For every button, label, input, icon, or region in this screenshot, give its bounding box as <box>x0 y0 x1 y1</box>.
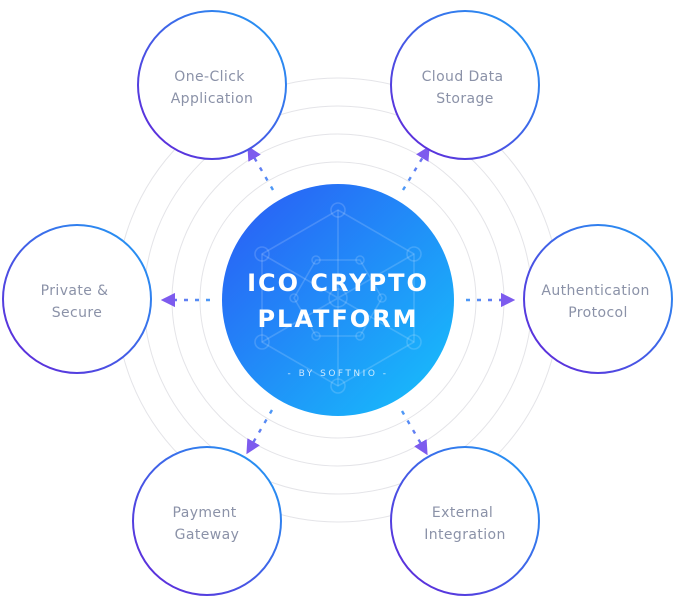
node-circle <box>390 446 540 596</box>
node-cloud-data-storage: Cloud Data Storage <box>390 10 540 160</box>
node-circle <box>132 446 282 596</box>
node-circle <box>390 10 540 160</box>
platform-title-line1: ICO CRYPTO <box>247 269 429 297</box>
connector-arrow <box>247 145 275 191</box>
node-label: External Integration <box>424 505 506 543</box>
platform-core-circle <box>222 184 454 416</box>
connector-arrow <box>401 145 430 191</box>
connector-arrows <box>160 145 516 456</box>
node-authentication-protocol: Authentication Protocol <box>523 224 673 374</box>
node-one-click-application: One-Click Application <box>137 10 287 160</box>
node-circle <box>137 10 287 160</box>
platform-subtitle: - BY SOFTNIO - <box>287 369 388 379</box>
blockchain-network-icon <box>254 202 422 394</box>
node-label: Cloud Data Storage <box>422 69 509 107</box>
node-label: Authentication Protocol <box>541 283 654 321</box>
orbit-ring <box>199 161 477 439</box>
connector-arrow <box>400 410 428 456</box>
node-private-secure: Private & Secure <box>2 224 152 374</box>
node-circle <box>523 224 673 374</box>
connector-arrow <box>246 409 274 455</box>
platform-title-line2: PLATFORM <box>257 305 418 333</box>
node-circle <box>2 224 152 374</box>
node-payment-gateway: Payment Gateway <box>132 446 282 596</box>
node-label: Payment Gateway <box>173 505 242 543</box>
platform-core: ICO CRYPTO PLATFORM - BY SOFTNIO - <box>222 184 454 416</box>
node-external-integration: External Integration <box>390 446 540 596</box>
node-label: One-Click Application <box>171 69 254 107</box>
node-label: Private & Secure <box>41 283 114 321</box>
